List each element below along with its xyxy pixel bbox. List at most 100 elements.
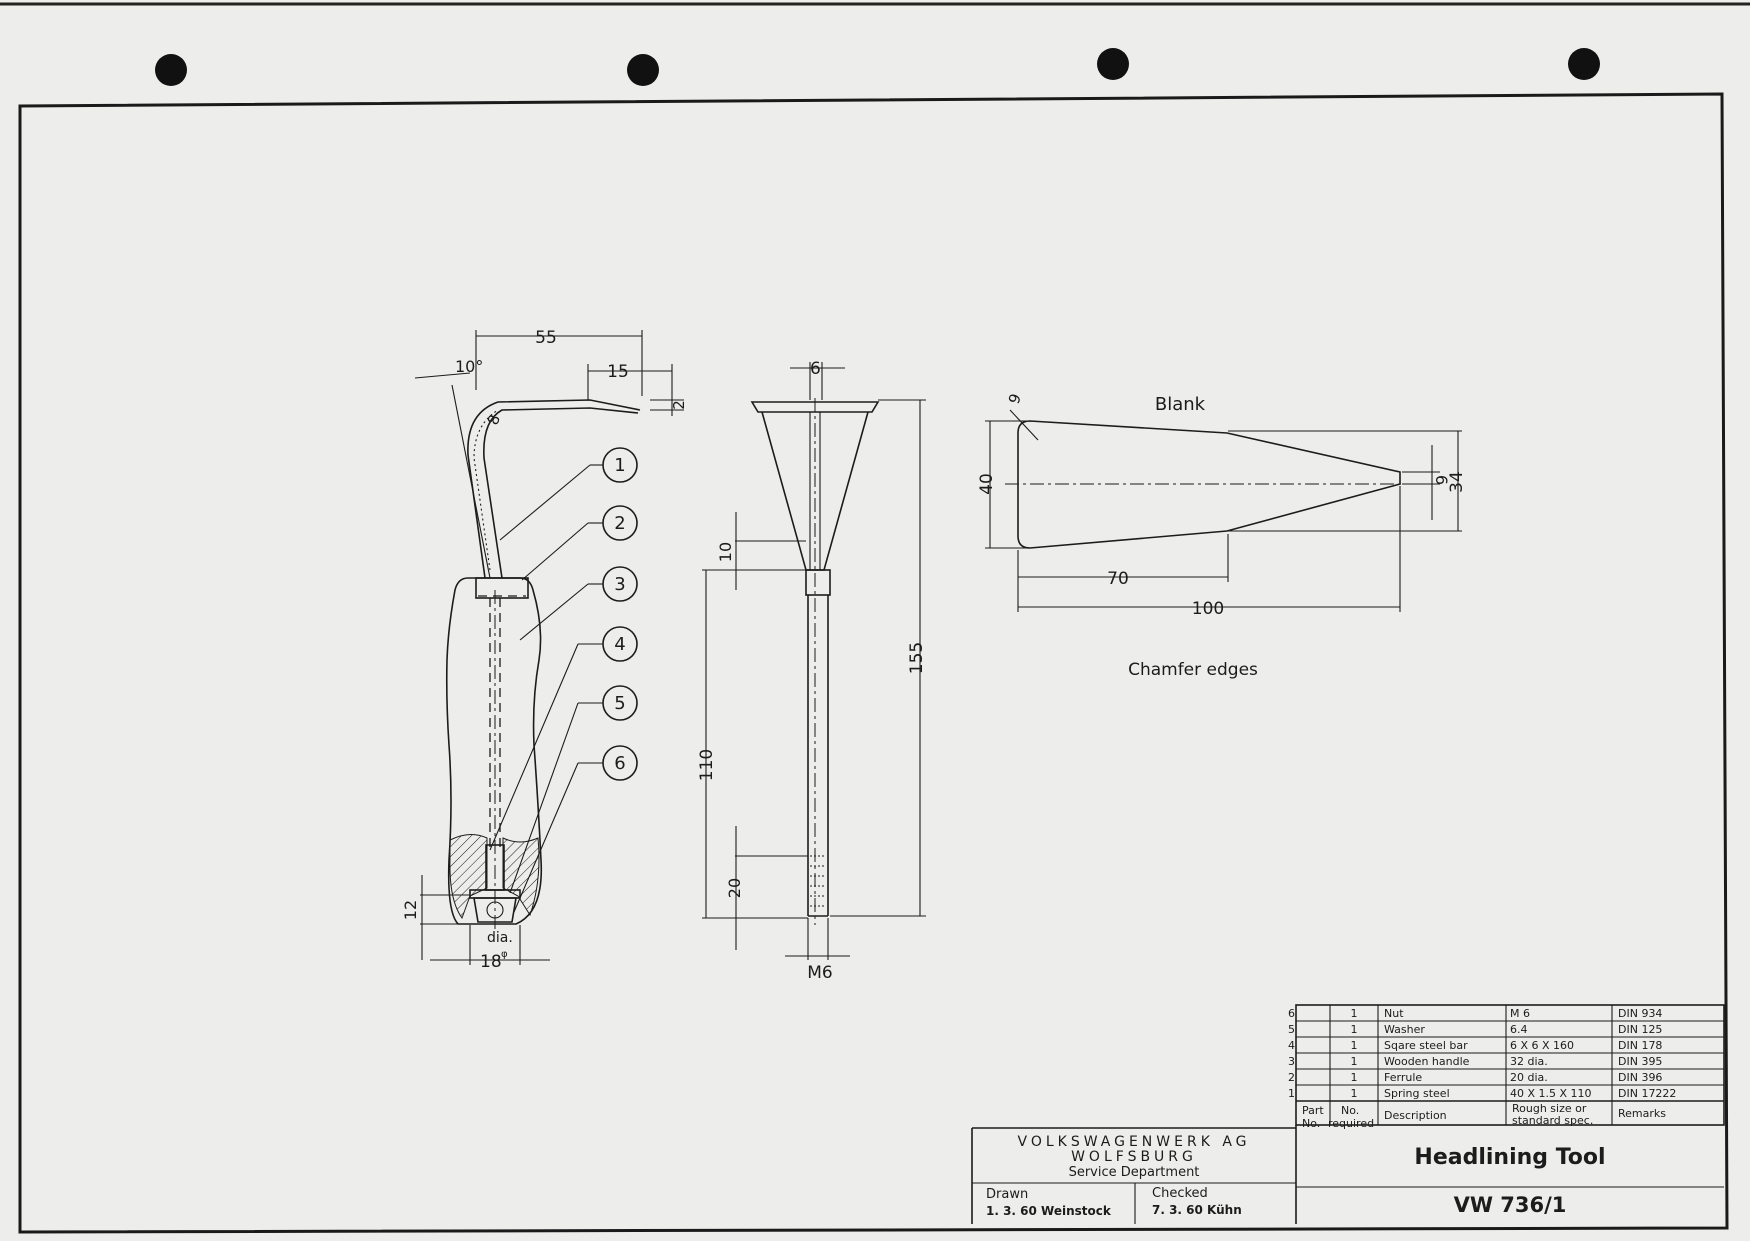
row-size: 32 dia. [1510,1055,1548,1068]
drawing-border [18,92,1729,1234]
callout-6: 6 [513,745,638,913]
row-description: Nut [1384,1007,1404,1020]
spring-steel-blade [467,399,641,579]
company-name: VOLKSWAGENWERK AG [1017,1134,1250,1150]
callout-1: 1 [499,447,638,541]
row-size: 20 dia. [1510,1071,1548,1084]
dim-10: 10 [716,542,735,562]
nut [473,897,517,923]
header-no2: No. [1302,1117,1320,1130]
handle-section-hatch-left [449,834,488,920]
dia-label: dia. [487,930,513,946]
angle-leader [414,372,471,379]
dim-70: 70 [1107,569,1129,589]
row-part: 1 [1288,1087,1295,1100]
drawn-label: Drawn [986,1187,1028,1202]
dim-155: 155 [907,642,927,674]
dim-m6: M6 [807,963,832,983]
header-part: Part [1302,1104,1324,1117]
callout-5: 5 [509,685,638,894]
header-rough-size: Rough size or [1512,1102,1587,1115]
row-part: 6 [1288,1007,1295,1020]
nut-bore [486,901,504,919]
dim-2: 2 [670,400,688,410]
blank-title: Blank [1155,394,1206,415]
header-description: Description [1384,1109,1447,1122]
row-size: 6.4 [1510,1023,1528,1036]
row-remarks: DIN 395 [1618,1055,1662,1068]
spring-steel-blade-inner [483,407,639,579]
parts-row-4: 4 1 Sqare steel bar 6 X 6 X 160 DIN 178 [1288,1039,1662,1052]
row-description: Washer [1384,1023,1425,1036]
row-description: Spring steel [1384,1087,1450,1100]
drawing-number: VW 736/1 [1454,1193,1567,1217]
radius-8-label: 8 [484,412,504,427]
thread-marks [810,855,826,907]
callout-4: 4 [489,626,638,851]
punch-hole [1568,48,1600,80]
parts-row-6: 6 1 Nut M 6 DIN 934 [1288,1007,1662,1020]
row-description: Wooden handle [1384,1055,1470,1068]
dim-34: 34 [1447,471,1467,493]
callout-label: 6 [614,753,625,774]
title-block: VOLKSWAGENWERK AG WOLFSBURG Service Depa… [971,1125,1724,1224]
drawn-value: 1. 3. 60 Weinstock [986,1204,1112,1218]
drawing-title: Headlining Tool [1414,1145,1605,1170]
dim-15: 15 [607,362,629,382]
radius-9: 9 [1005,391,1025,406]
row-remarks: DIN 125 [1618,1023,1662,1036]
blade-top-plate [750,401,880,413]
parts-row-2: 2 1 Ferrule 20 dia. DIN 396 [1288,1071,1662,1084]
row-remarks: DIN 396 [1618,1071,1662,1084]
row-qty: 1 [1351,1055,1358,1068]
front-ferrule [805,569,831,596]
punch-hole [1097,48,1129,80]
row-qty: 1 [1351,1087,1358,1100]
dim-40: 40 [977,473,997,495]
header-standard-spec: standard spec. [1512,1114,1593,1127]
company-city: WOLFSBURG [1071,1149,1197,1165]
ferrule [475,577,529,599]
dim-110: 110 [697,749,717,781]
row-size: 6 X 6 X 160 [1510,1039,1574,1052]
radius-leader [1009,409,1039,441]
row-qty: 1 [1351,1039,1358,1052]
dim-6-blank: 6 [1432,475,1451,485]
side-view: 10° 8 55 15 2 12 dia. 18 φ 1 [401,328,688,972]
parts-list-header: Part No. No. required Description Rough … [1302,1102,1666,1130]
callout-label: 2 [614,513,625,534]
dim-6-top: 6 [810,359,821,379]
callout-label: 3 [614,574,625,595]
dim-55: 55 [535,328,557,348]
angle-reference-line [451,384,491,579]
parts-row-5: 5 1 Washer 6.4 DIN 125 [1288,1023,1662,1036]
chamfer-note: Chamfer edges [1128,660,1258,680]
dim-18: 18 [480,952,502,972]
dim-12: 12 [401,900,420,920]
row-size: M 6 [1510,1007,1530,1020]
row-qty: 1 [1351,1007,1358,1020]
row-remarks: DIN 178 [1618,1039,1662,1052]
header-remarks: Remarks [1618,1107,1666,1120]
blank-view: Blank 9 40 70 100 6 34 Chamfer edges [977,391,1467,680]
callout-label: 4 [614,634,625,655]
front-view: 6 10 110 20 155 M6 [697,359,927,983]
row-size: 40 X 1.5 X 110 [1510,1087,1592,1100]
header-required: required [1328,1117,1374,1130]
row-remarks: DIN 934 [1618,1007,1662,1020]
callout-3: 3 [519,566,638,641]
punch-hole [627,54,659,86]
row-part: 4 [1288,1039,1295,1052]
dim-100: 100 [1192,599,1224,619]
checked-value: 7. 3. 60 Kühn [1152,1203,1242,1217]
dim-20: 20 [725,878,744,898]
row-part: 2 [1288,1071,1295,1084]
callout-2: 2 [521,505,638,581]
dia-symbol: φ [501,949,508,960]
parts-list-table: 6 1 Nut M 6 DIN 934 5 1 Washer 6.4 DIN 1… [1288,1004,1725,1130]
row-part: 5 [1288,1023,1295,1036]
header-no: No. [1341,1104,1359,1117]
parts-row-1: 1 1 Spring steel 40 X 1.5 X 110 DIN 1722… [1288,1087,1676,1100]
row-part: 3 [1288,1055,1295,1068]
